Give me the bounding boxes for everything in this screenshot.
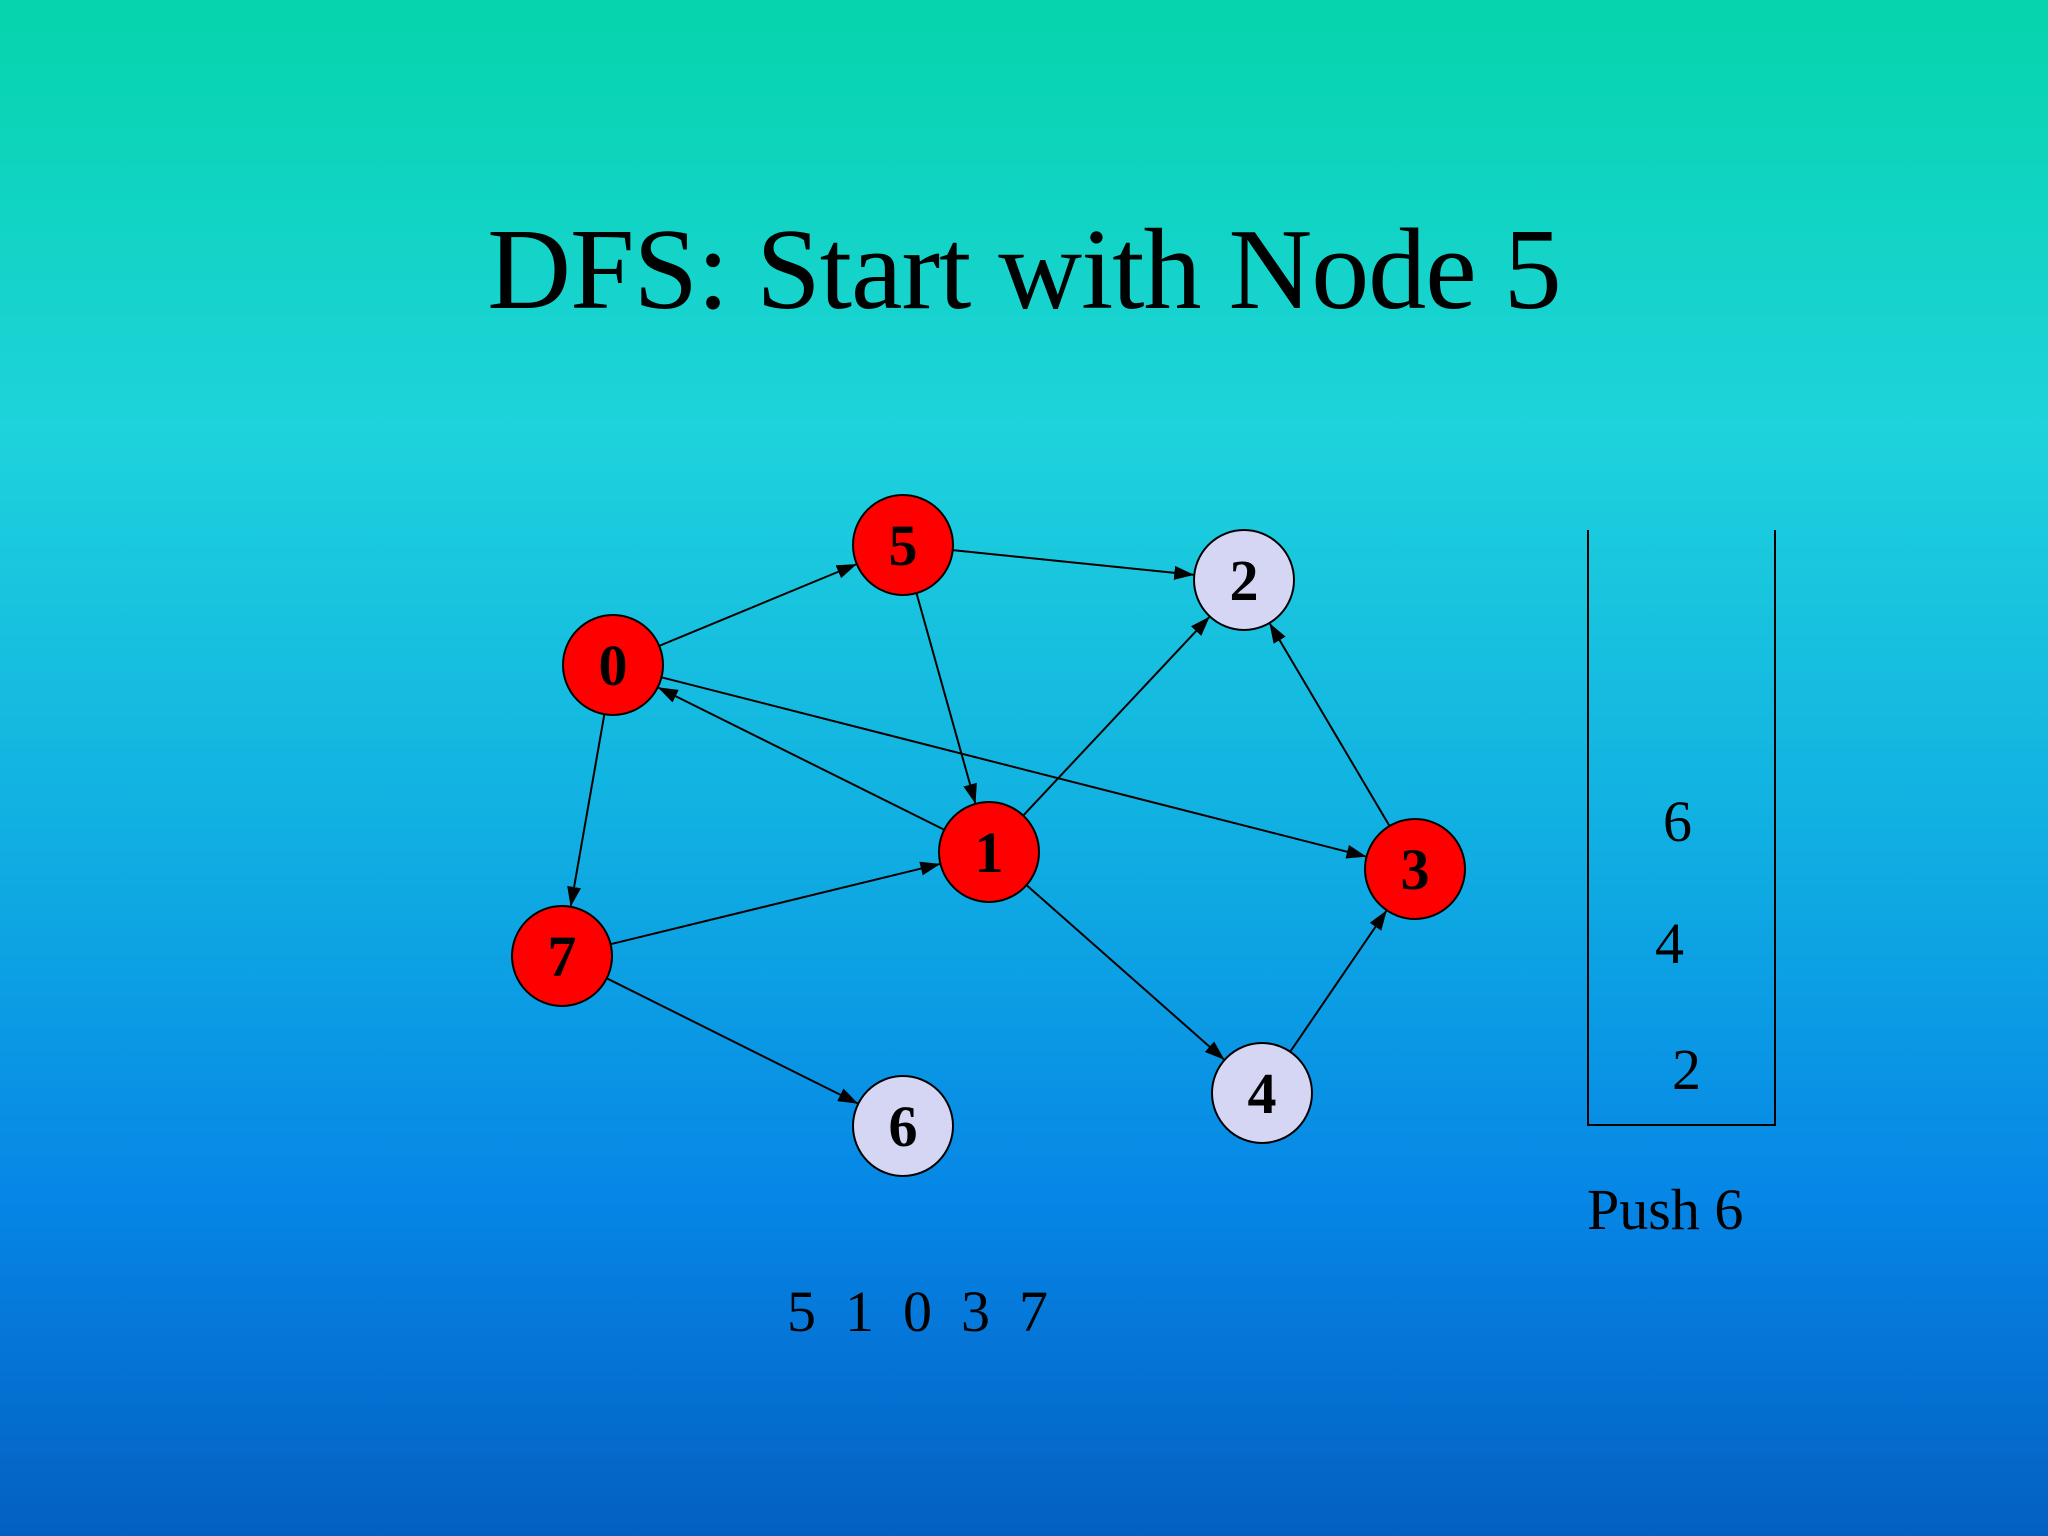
node-5: 5 bbox=[852, 494, 954, 596]
edge-4-to-3 bbox=[1289, 910, 1388, 1053]
stack-container bbox=[1587, 530, 1776, 1126]
edge-3-to-2 bbox=[1269, 623, 1391, 827]
visit-order: 5 1 0 3 7 bbox=[787, 1279, 1048, 1344]
edge-1-to-2 bbox=[1022, 616, 1210, 817]
node-0-label: 0 bbox=[599, 633, 628, 698]
node-6-circle bbox=[852, 1075, 954, 1177]
node-1: 1 bbox=[938, 801, 1040, 903]
node-7: 7 bbox=[511, 905, 613, 1007]
node-4: 4 bbox=[1211, 1042, 1313, 1144]
node-2: 2 bbox=[1193, 529, 1295, 631]
node-5-circle bbox=[852, 494, 954, 596]
node-0-circle bbox=[562, 614, 664, 716]
node-4-circle bbox=[1211, 1042, 1313, 1144]
edge-7-to-6 bbox=[606, 977, 859, 1105]
node-0: 0 bbox=[562, 614, 664, 716]
edge-5-to-2 bbox=[952, 549, 1195, 580]
node-1-circle bbox=[938, 801, 1040, 903]
edge-0-to-3 bbox=[661, 676, 1367, 859]
node-3-circle bbox=[1364, 818, 1466, 920]
stack-item-top: 6 bbox=[1663, 789, 1692, 854]
node-7-label: 7 bbox=[548, 924, 577, 989]
node-1-label: 1 bbox=[975, 820, 1004, 885]
stack-operation-label: Push 6 bbox=[1587, 1177, 1744, 1242]
node-7-circle bbox=[511, 905, 613, 1007]
node-4-label: 4 bbox=[1248, 1061, 1277, 1126]
node-3: 3 bbox=[1364, 818, 1466, 920]
node-6-label: 6 bbox=[889, 1094, 918, 1159]
node-2-label: 2 bbox=[1230, 548, 1259, 613]
edge-5-to-1 bbox=[915, 592, 977, 804]
edge-0-to-7 bbox=[567, 714, 606, 907]
node-3-label: 3 bbox=[1401, 837, 1430, 902]
edge-0-to-5 bbox=[658, 563, 857, 647]
slide-title: DFS: Start with Node 5 bbox=[487, 206, 1562, 334]
edge-1-to-4 bbox=[1025, 884, 1225, 1060]
node-6: 6 bbox=[852, 1075, 954, 1177]
edge-1-to-0 bbox=[657, 686, 945, 831]
node-2-circle bbox=[1193, 529, 1295, 631]
edge-7-to-1 bbox=[610, 861, 941, 946]
stack-item-bottom: 2 bbox=[1672, 1037, 1701, 1102]
node-5-label: 5 bbox=[889, 513, 918, 578]
stack-item-middle: 4 bbox=[1655, 911, 1684, 976]
